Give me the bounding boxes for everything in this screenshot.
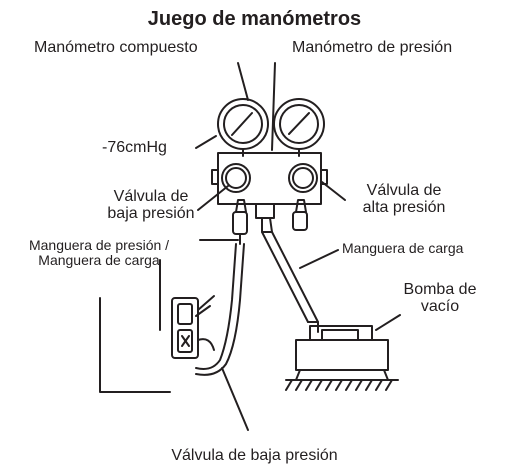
leader-vacuum-pump	[375, 314, 401, 331]
label-high-valve-line2: alta presión	[362, 198, 446, 216]
label-high-valve: Válvula de alta presión	[344, 182, 464, 217]
label-pressure-gauge: Manómetro de presión	[292, 39, 453, 56]
pressure-gauge-icon	[273, 98, 325, 157]
label-vacuum-pump: Bomba de vacío	[390, 281, 490, 316]
vacuum-pump-icon	[295, 321, 389, 381]
label-pressure-hose-line2: Manguera de carga	[38, 251, 160, 268]
charge-hose	[261, 231, 319, 323]
label-vacuum-reading: -76cmHg	[102, 139, 167, 156]
label-compound-gauge: Manómetro compuesto	[34, 39, 198, 56]
label-vacuum-pump-line1: Bomba de	[403, 281, 477, 298]
label-service-valve: Válvula de baja presión	[171, 447, 338, 464]
label-charge-hose: Manguera de carga	[342, 240, 464, 256]
diagram-title: Juego de manómetros	[147, 8, 362, 30]
label-pressure-hose: Manguera de presión / Manguera de carga	[4, 238, 194, 267]
label-high-valve-line1: Válvula de	[366, 182, 442, 199]
leader-charge-hose	[299, 249, 339, 269]
manifold-body-icon	[211, 152, 328, 219]
leader-vacuum-reading	[195, 135, 217, 149]
center-fitting-icon	[261, 217, 273, 233]
label-pressure-hose-line1: Manguera de presión /	[28, 237, 170, 253]
label-low-valve-line2: baja presión	[107, 204, 195, 222]
low-pressure-hose	[195, 243, 245, 376]
label-vacuum-pump-line2: vacío	[420, 297, 460, 315]
leader-low-valve	[197, 185, 229, 211]
leader-compound-gauge	[237, 62, 249, 101]
leader-pressure-gauge	[271, 62, 276, 151]
label-low-valve-line1: Válvula de	[113, 188, 189, 205]
label-low-valve: Válvula de baja presión	[96, 188, 206, 223]
outdoor-unit-icon	[99, 259, 215, 393]
compound-gauge-icon	[217, 98, 269, 157]
leader-service-valve	[221, 367, 249, 431]
low-side-fitting-icon	[232, 199, 248, 245]
floor-icon	[285, 379, 399, 391]
high-side-fitting-icon	[292, 199, 308, 231]
